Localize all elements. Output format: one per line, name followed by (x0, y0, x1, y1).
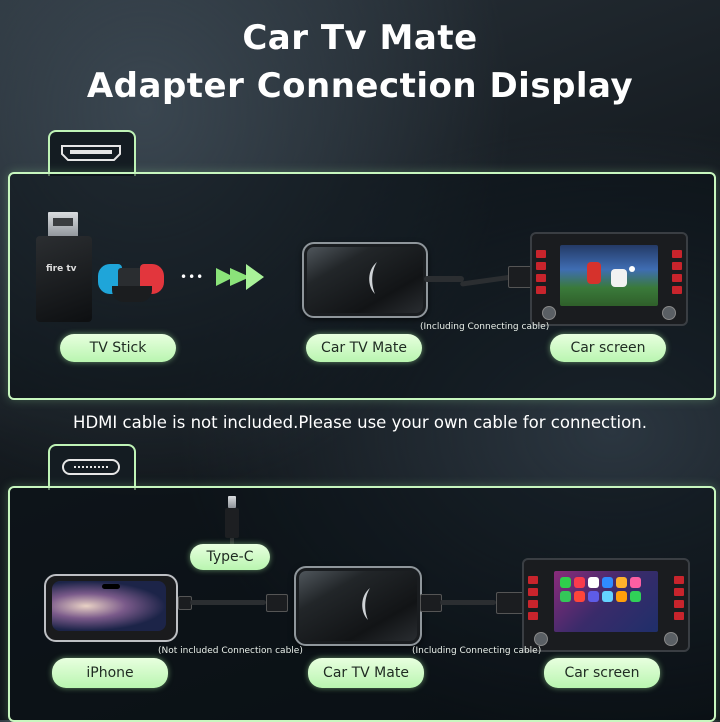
double-arrow-icon (216, 264, 264, 290)
logo-swoosh-icon-bottom (361, 587, 370, 620)
fire-tv-stick: fire tv (36, 212, 92, 324)
tv-stick-label: TV Stick (60, 334, 176, 362)
iphone-device (44, 574, 178, 642)
page-title-line1: Car Tv Mate (242, 18, 478, 58)
football-video-display (559, 244, 659, 306)
car-screen-label-bottom: Car screen (544, 658, 660, 688)
car-tv-mate-device (302, 242, 428, 318)
type-c-plug (222, 496, 242, 552)
hdmi-cable-note: HDMI cable is not included.Please use yo… (73, 413, 647, 432)
not-included-cable-caption: (Not included Connection cable) (158, 646, 303, 656)
car-tv-mate-device-bottom (294, 566, 422, 646)
hdmi-port-icon (61, 145, 121, 161)
car-tv-mate-label: Car TV Mate (306, 334, 422, 362)
car-screen-device-bottom (522, 558, 690, 652)
cable-caption: (Including Connecting cable) (420, 322, 550, 332)
car-screen-device (530, 232, 688, 326)
type-c-label: Type-C (190, 544, 270, 570)
phone-cable (190, 600, 266, 605)
usb-c-port-tab (48, 444, 136, 490)
car-screen-label: Car screen (550, 334, 666, 362)
usb-c-port-icon (62, 459, 120, 475)
hdmi-connection-panel: fire tv ••• (Including Connecting c (8, 172, 716, 400)
including-cable-caption: (Including Connecting cable) (412, 646, 542, 656)
type-c-connection-panel: Type-C (8, 486, 716, 722)
iphone-label: iPhone (52, 658, 168, 688)
connecting-cable (424, 276, 464, 282)
hdmi-port-tab (48, 130, 136, 176)
screen-cable (440, 600, 496, 605)
carplay-display (553, 570, 659, 632)
page-title-line2: Adapter Connection Display (86, 66, 634, 106)
car-tv-mate-label-bottom: Car TV Mate (308, 658, 424, 688)
game-controller (98, 256, 164, 302)
more-devices-ellipsis: ••• (180, 270, 205, 284)
logo-swoosh-icon (368, 261, 377, 294)
fire-tv-logo: fire tv (46, 264, 77, 274)
